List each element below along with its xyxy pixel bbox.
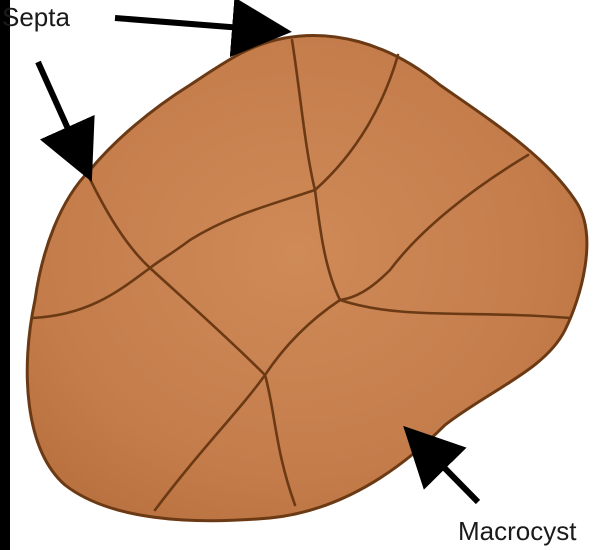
macrocyst-label: Macrocyst — [458, 518, 576, 544]
septa-label: Septa — [2, 4, 70, 30]
